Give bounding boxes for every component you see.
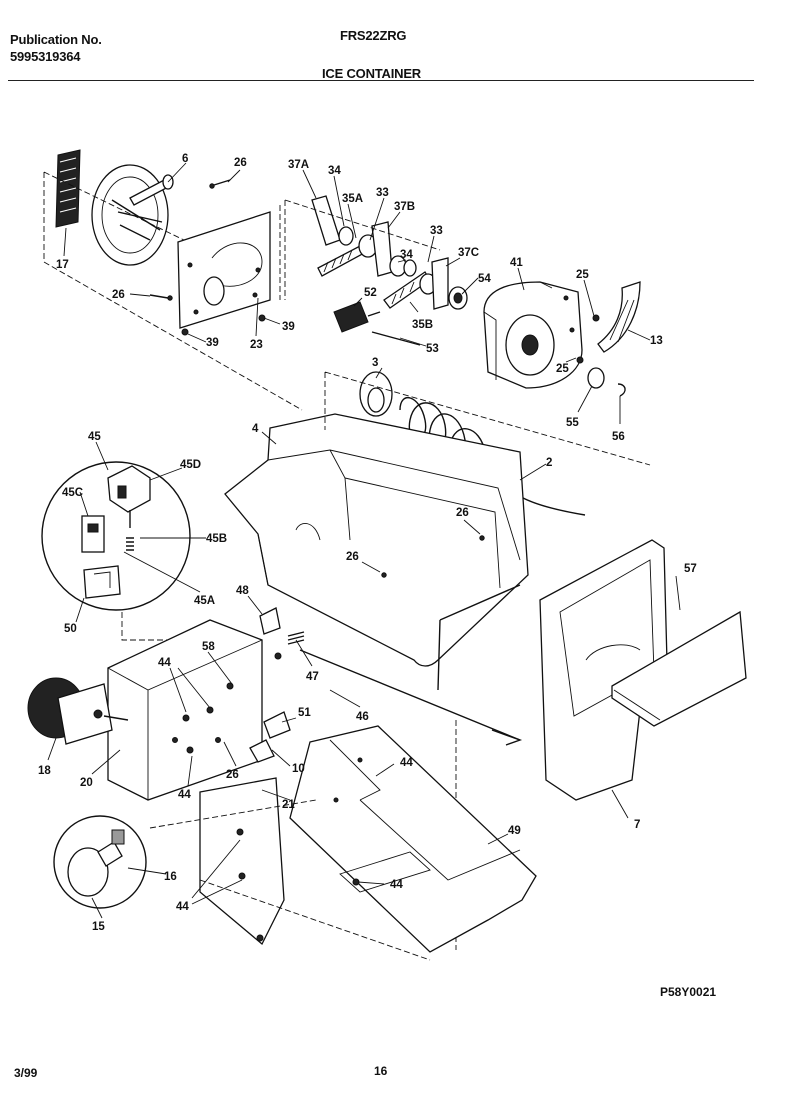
callout-53: 53	[426, 343, 439, 355]
callout-4: 4	[252, 423, 259, 435]
part-57-cover	[611, 610, 747, 727]
part-49-base-tray	[289, 725, 537, 953]
alignment-lines-inset	[121, 612, 200, 641]
part-52-solenoid	[333, 301, 421, 346]
screw-26-left	[149, 294, 173, 301]
alignment-lines-bottom	[149, 799, 431, 961]
callout-16: 16	[164, 871, 177, 883]
part-41-motor-housing	[483, 281, 583, 389]
callout-45b: 45B	[206, 533, 227, 545]
callout-7: 7	[634, 819, 640, 831]
screw-26	[209, 179, 231, 189]
part-17-screen	[55, 149, 81, 228]
callout-44: 44	[176, 901, 189, 913]
callout-47: 47	[306, 671, 319, 683]
callout-56: 56	[612, 431, 625, 443]
screws-39	[181, 314, 266, 336]
callout-37c: 37C	[458, 247, 479, 259]
callout-35b: 35B	[412, 319, 433, 331]
callout-45d: 45D	[180, 459, 201, 471]
callout-33: 33	[430, 225, 443, 237]
callout-46: 46	[356, 711, 369, 723]
alignment-lines-gears	[284, 199, 441, 300]
callout-20: 20	[80, 777, 93, 789]
callout-52: 52	[364, 287, 377, 299]
page-number: 16	[374, 1064, 388, 1078]
section-title: ICE CONTAINER	[322, 66, 421, 81]
callout-33: 33	[376, 187, 389, 199]
callout-44: 44	[390, 879, 403, 891]
callout-25: 25	[576, 269, 589, 281]
callout-44: 44	[158, 657, 171, 669]
callout-39: 39	[206, 337, 219, 349]
inset-45-switch	[41, 461, 191, 611]
part-3-bearing	[359, 371, 393, 417]
callout-26: 26	[234, 157, 247, 169]
callout-21: 21	[282, 799, 295, 811]
callout-3: 3	[372, 357, 378, 369]
callout-26: 26	[456, 507, 469, 519]
publication-label: Publication No.	[10, 32, 102, 47]
callout-37a: 37A	[288, 159, 309, 171]
part-46-rod	[299, 649, 523, 746]
callout-35a: 35A	[342, 193, 363, 205]
callout-13: 13	[650, 335, 663, 347]
callout-26: 26	[346, 551, 359, 563]
callout-25: 25	[556, 363, 569, 375]
callout-37b: 37B	[394, 201, 415, 213]
callout-10: 10	[292, 763, 305, 775]
callout-18: 18	[38, 765, 51, 777]
part-13-cover	[597, 281, 641, 353]
diagram-code: P58Y0021	[660, 985, 717, 999]
alignment-lines-left	[43, 171, 303, 411]
callout-49: 49	[508, 825, 521, 837]
publication-number: 5995319364	[10, 49, 81, 64]
callout-44: 44	[178, 789, 191, 801]
callout-41: 41	[510, 257, 523, 269]
callout-45c: 45C	[62, 487, 83, 499]
inset-bulb	[53, 815, 147, 909]
part-18-motor	[27, 677, 129, 745]
crank-assembly	[311, 195, 468, 310]
part-6-fan-wheel	[91, 164, 174, 266]
callout-55: 55	[566, 417, 579, 429]
footer-date: 3/99	[14, 1066, 38, 1080]
part-lower-panel	[199, 777, 285, 946]
part-23-bracket	[177, 211, 271, 329]
callout-6: 6	[182, 153, 188, 165]
callout-34: 34	[400, 249, 413, 261]
callout-45a: 45A	[194, 595, 215, 607]
callout-44: 44	[400, 757, 413, 769]
callout-54: 54	[478, 273, 491, 285]
callout-23: 23	[250, 339, 263, 351]
callout-58: 58	[202, 641, 215, 653]
callout-39: 39	[282, 321, 295, 333]
leader-lines	[47, 162, 681, 919]
callout-57: 57	[684, 563, 697, 575]
callout-51: 51	[298, 707, 311, 719]
callout-48: 48	[236, 585, 249, 597]
callout-17: 17	[56, 259, 69, 271]
header-rule	[8, 80, 754, 81]
part-4-ice-container	[224, 413, 529, 691]
model-number: FRS22ZRG	[340, 28, 407, 43]
callout-15: 15	[92, 921, 105, 933]
small-parts-25-55-56	[576, 314, 626, 397]
callout-34: 34	[328, 165, 341, 177]
callout-50: 50	[64, 623, 77, 635]
callout-2: 2	[546, 457, 552, 469]
callout-45: 45	[88, 431, 101, 443]
callout-26: 26	[226, 769, 239, 781]
callout-labels: 6 26 17 26 39 23 39 37A 34 35A 33 37B 34…	[38, 153, 697, 933]
callout-26: 26	[112, 289, 125, 301]
